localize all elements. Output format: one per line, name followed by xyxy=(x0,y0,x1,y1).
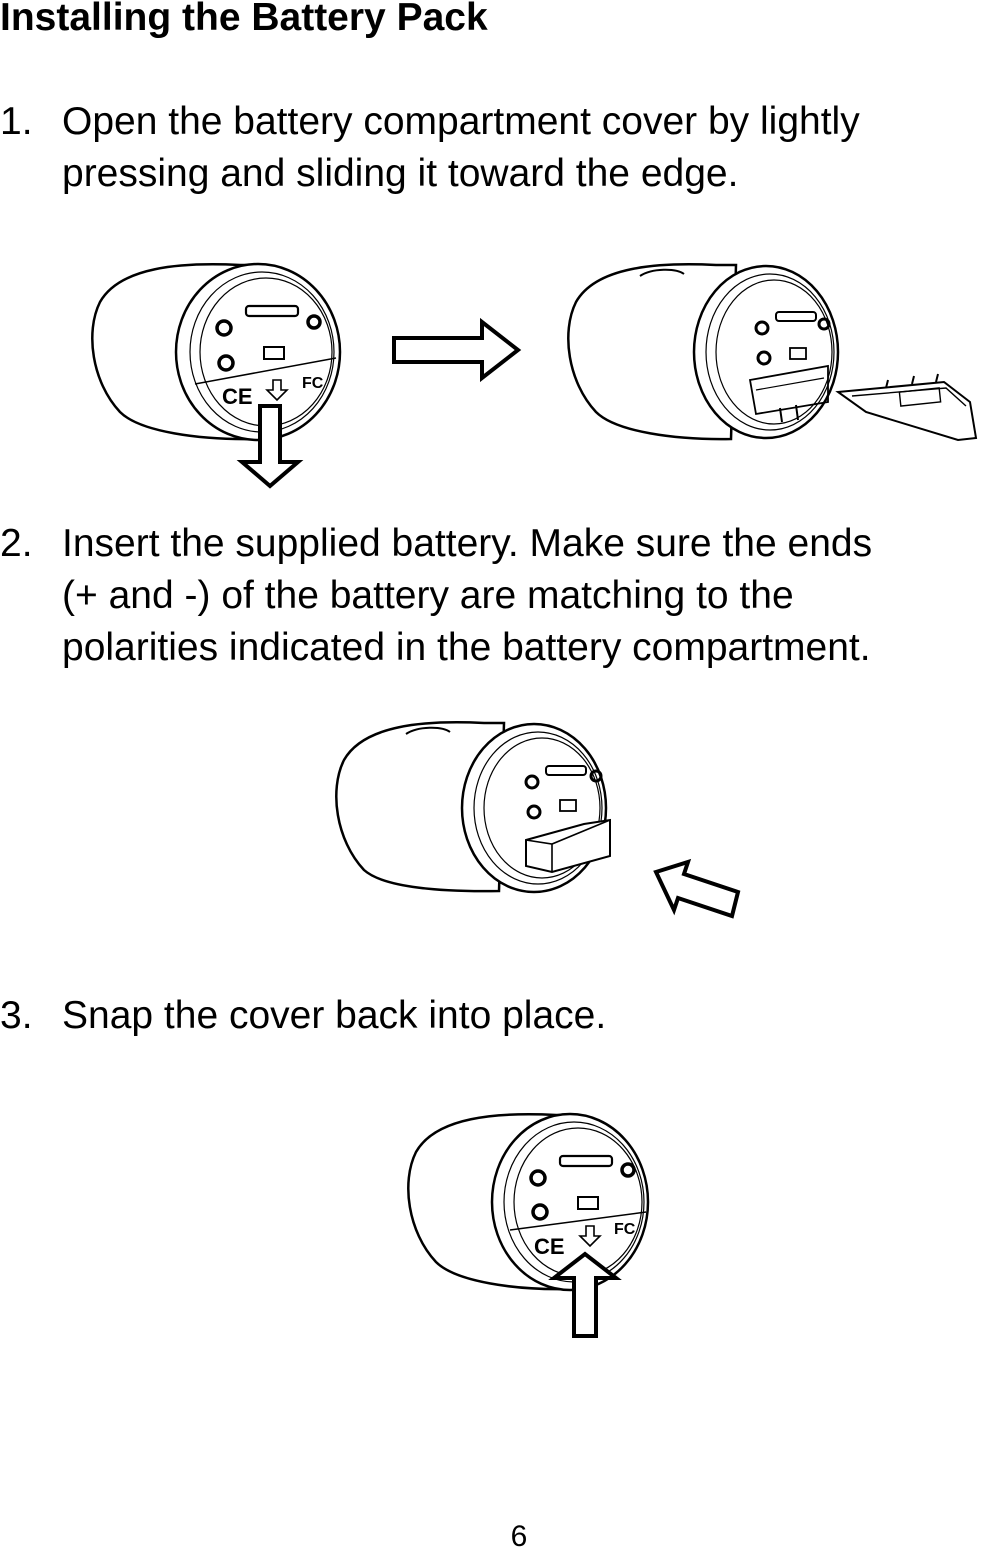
camera-closed-illustration: CE FC xyxy=(91,262,342,442)
up-arrow-icon xyxy=(548,1251,622,1338)
camera-open-illustration xyxy=(567,263,978,442)
svg-text:FC: FC xyxy=(614,1221,636,1238)
step-2-text-line-1: Insert the supplied battery. Make sure t… xyxy=(62,522,873,565)
step-1-number: 1. xyxy=(0,100,33,143)
page-number: 6 xyxy=(510,1520,528,1553)
svg-text:CE: CE xyxy=(222,384,253,409)
camera-closed-illustration: CE FC xyxy=(407,1112,650,1292)
svg-text:FC: FC xyxy=(302,375,324,392)
step-2-text-line-3: polarities indicated in the battery comp… xyxy=(62,626,871,669)
step-3-text-line-1: Snap the cover back into place. xyxy=(62,994,607,1037)
step-3-number: 3. xyxy=(0,994,33,1037)
right-arrow-icon xyxy=(392,317,522,383)
camera-battery-illustration xyxy=(335,721,611,894)
step-1-text-line-2: pressing and sliding it toward the edge. xyxy=(62,152,739,195)
step-2-number: 2. xyxy=(0,522,33,565)
svg-text:CE: CE xyxy=(534,1234,565,1259)
step-2-text-line-2: (+ and -) of the battery are matching to… xyxy=(62,574,794,617)
step-1-text-line-1: Open the battery compartment cover by li… xyxy=(62,100,860,143)
page-title: Installing the Battery Pack xyxy=(0,0,488,39)
up-left-arrow-icon xyxy=(653,858,741,919)
down-arrow-icon xyxy=(236,404,304,489)
